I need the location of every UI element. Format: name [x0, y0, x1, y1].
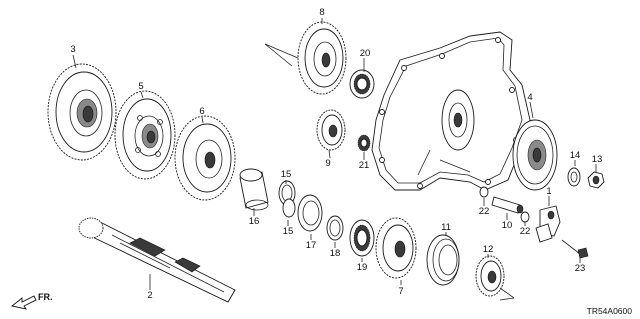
callout-3: 3	[70, 44, 75, 55]
callout-12: 12	[483, 244, 494, 255]
part-8-gear	[297, 21, 347, 95]
part-13-nut	[587, 171, 605, 189]
callout-18: 18	[330, 248, 341, 259]
callout-22-right: 22	[520, 226, 531, 237]
callout-6: 6	[199, 106, 204, 117]
part-14-washer	[567, 167, 581, 187]
callout-21: 21	[359, 160, 370, 171]
part-9-gear	[316, 109, 346, 151]
callout-20: 20	[360, 48, 371, 59]
part-5-gear	[114, 90, 176, 180]
part-7-gear	[375, 217, 417, 279]
part-3-gear	[47, 63, 117, 161]
callout-9: 9	[325, 158, 330, 169]
part-10-shaft	[491, 196, 524, 214]
callout-22-left: 22	[479, 206, 490, 217]
part-12-gear	[475, 255, 505, 297]
part-21-bearing	[357, 134, 371, 152]
part-17-ring	[297, 194, 323, 232]
part-2-mainshaft	[78, 217, 236, 303]
part-16-sleeve	[239, 168, 269, 211]
callout-2: 2	[147, 290, 152, 301]
part-15-snap-rings	[278, 180, 296, 218]
callout-23: 23	[575, 263, 586, 274]
direction-label: FR.	[38, 292, 53, 302]
callout-14: 14	[570, 150, 581, 161]
part-6-gear	[174, 115, 236, 201]
callout-7: 7	[398, 286, 403, 297]
callout-4: 4	[527, 92, 532, 103]
callout-10: 10	[502, 220, 513, 231]
part-23-bolt	[561, 239, 589, 259]
leader-lines	[72, 18, 597, 301]
part-11-ring	[426, 234, 460, 286]
part-4-gear-ring	[512, 119, 558, 191]
callout-19: 19	[357, 262, 368, 273]
front-direction-indicator: FR.	[10, 292, 53, 310]
catalog-code: TR54A0600	[587, 306, 633, 316]
callout-15-upper: 15	[281, 169, 292, 180]
callout-15-lower: 15	[283, 226, 294, 237]
transmission-housing	[371, 31, 531, 191]
callout-11: 11	[441, 222, 451, 233]
callout-13: 13	[592, 154, 603, 165]
callout-16: 16	[249, 216, 260, 227]
part-19-bearing	[349, 219, 375, 257]
arrow-icon	[10, 295, 37, 310]
part-22-washers	[479, 186, 530, 223]
part-1-sensor	[535, 205, 561, 243]
callout-5: 5	[138, 81, 143, 92]
callout-17: 17	[306, 240, 317, 251]
callout-1: 1	[546, 186, 551, 197]
callout-8: 8	[319, 7, 324, 18]
part-20-bearing	[349, 69, 375, 99]
part-18-clip	[326, 215, 344, 241]
callout-labels: 3 5 6 8 20 9 21 4 14 13 15 15 16 17 18 1…	[70, 7, 602, 301]
